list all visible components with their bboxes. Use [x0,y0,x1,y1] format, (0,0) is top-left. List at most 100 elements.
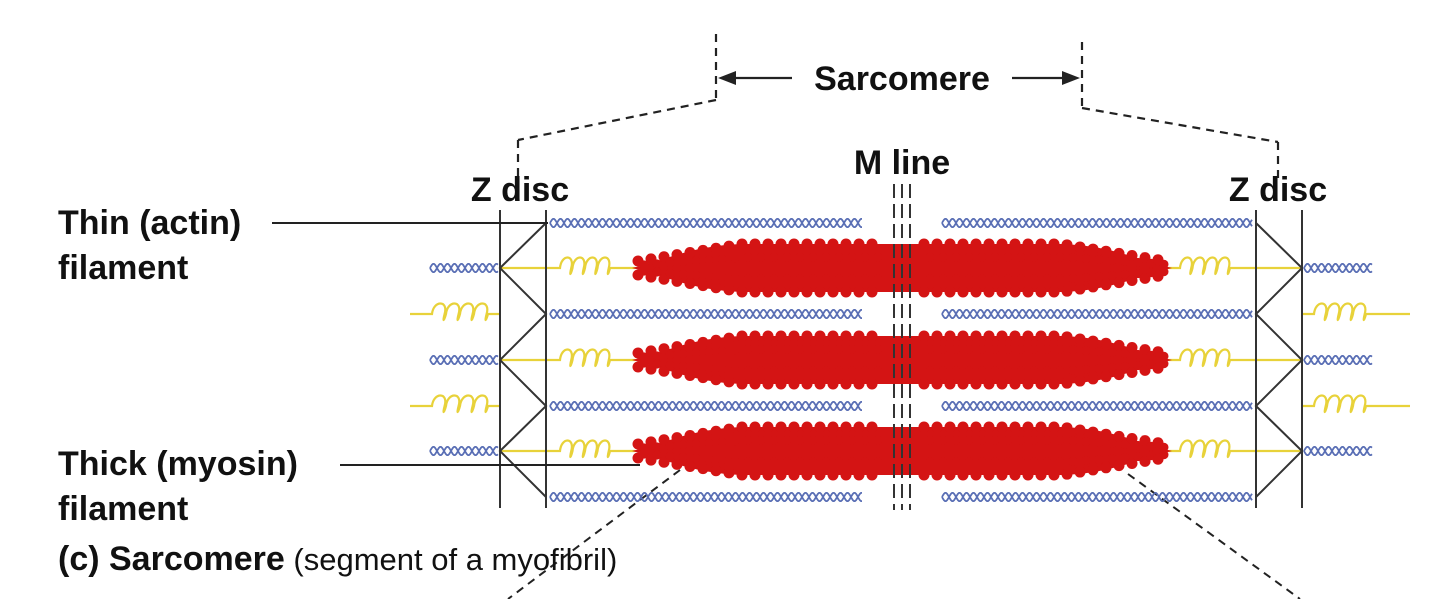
actin-strand [429,355,499,365]
myosin-head [1120,439,1130,449]
titin-strand [500,256,636,276]
myosin-head [977,435,987,445]
myosin-head [762,238,774,250]
myosin-head [795,344,805,354]
actin-strand [1303,446,1373,456]
actin-strand [941,401,1253,411]
myosin-head [671,275,683,287]
myosin-head [1081,346,1091,356]
myosin-head [873,435,883,445]
myosin-head [840,238,852,250]
myosin-head [1068,345,1078,355]
myosin-head [931,469,943,481]
myosin-head [827,378,839,390]
actin-filament [941,492,1253,502]
myosin-head [990,457,1000,467]
myosin-head [730,365,740,375]
sarcomere-label: Sarcomere [814,60,990,98]
actin-strand [549,492,862,502]
myosin-head [801,378,813,390]
myosin-head [1087,464,1099,476]
myosin-head [1126,341,1138,353]
myosin-head [717,364,727,374]
myosin-head [717,254,727,264]
actin-strand [429,446,499,456]
myosin-head [1003,344,1013,354]
myosin-head [983,378,995,390]
myosin-head [1081,364,1091,374]
myosin-head [1035,286,1047,298]
myosin-head [639,266,649,276]
myosin-head [853,378,865,390]
myosin-head [671,341,683,353]
myosin-head [1159,450,1169,460]
myosin-head [1035,469,1047,481]
actin-strand [549,492,862,502]
myosin-head [691,453,701,463]
bracket-left-arrowhead [718,71,736,85]
myosin-head [957,469,969,481]
myosin-head [691,270,701,280]
myosin-head [1048,421,1060,433]
myosin-head [736,330,748,342]
myosin-head [697,280,709,292]
myosin-head [1094,254,1104,264]
titin-strand [410,394,500,414]
myosin-head [1055,435,1065,445]
myosin-head [1094,364,1104,374]
myosin-head [957,421,969,433]
myosin-head [808,366,818,376]
myosin-head [1042,252,1052,262]
myosin-head [1120,453,1130,463]
myosin-head [671,458,683,470]
actin-strand [429,446,499,456]
myosin-head [951,435,961,445]
myosin-head [639,260,649,270]
myosin-head [1035,421,1047,433]
myosin-head [1029,435,1039,445]
myosin-head [775,469,787,481]
myosin-filament [632,330,1172,390]
myosin-head [1113,277,1125,289]
myosin-head [860,252,870,262]
myosin-head [944,286,956,298]
myosin-head [840,421,852,433]
myosin-head [938,457,948,467]
actin-filament [549,401,862,411]
myosin-head [1048,469,1060,481]
myosin-head [990,435,1000,445]
myosin-head [691,439,701,449]
myosin-head [977,457,987,467]
myosin-head [665,350,675,360]
myosin-head [1094,272,1104,282]
titin-strand [1168,439,1302,459]
myosin-head [652,442,662,452]
myosin-head [1016,274,1026,284]
myosin-head [1113,369,1125,381]
myosin-head [1009,421,1021,433]
myosin-head [1068,273,1078,283]
myosin-head [983,421,995,433]
actin-filament [941,218,1253,228]
titin-filament [500,348,636,368]
myosin-head [704,454,714,464]
myosin-head [853,286,865,298]
myosin-head [795,457,805,467]
myosin-head [1003,435,1013,445]
myosin-head [717,455,727,465]
myosin-head [723,332,735,344]
leader-lines [272,222,640,466]
myosin-head [951,457,961,467]
myosin-head [1055,274,1065,284]
bracket-left-diagonal [517,98,717,142]
myosin-head [788,330,800,342]
myosin-head [1068,456,1078,466]
myosin-head [938,366,948,376]
myosin-head [1100,337,1112,349]
actin-strand [941,218,1253,228]
myosin-head [1055,457,1065,467]
myosin-head [808,435,818,445]
myosin-head [821,366,831,376]
myosin-head [769,252,779,262]
